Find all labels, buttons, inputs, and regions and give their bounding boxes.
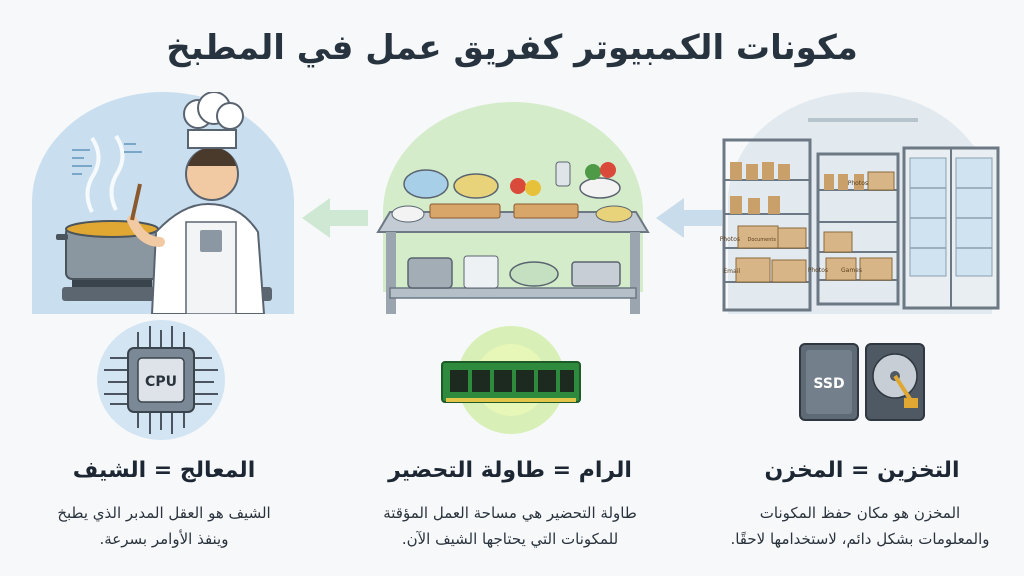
pantry-scene: Photos Documents Photos Games Photos Ema… [718,92,1002,314]
ram-description: طاولة التحضير هي مساحة العمل المؤقتة للم… [360,500,660,552]
ssd-label: SSD [813,376,844,392]
box-label: Photos [808,267,828,274]
cpu-heading: المعالج = الشيف [72,458,256,483]
storage-description-line: والمعلومات بشكل دائم، لاستخدامها لاحقًا. [730,530,990,548]
ram-description-line: طاولة التحضير هي مساحة العمل المؤقتة [383,504,637,522]
storage-description: المخزن هو مكان حفظ المكونات والمعلومات ب… [710,500,1010,552]
cpu-description-line: وينفذ الأوامر بسرعة. [99,530,229,548]
prep-table-scene [368,92,658,314]
box-label: Games [841,267,862,274]
box-label: Photos [720,236,740,243]
storage-description-line: المخزن هو مكان حفظ المكونات [759,504,961,522]
ram-description-line: للمكونات التي يحتاجها الشيف الآن. [401,530,619,548]
storage-drives-icon: SSD [796,336,930,432]
cpu-description: الشيف هو العقل المدبر الذي يطبخ وينفذ ال… [14,500,314,552]
ram-heading: الرام = طاولة التحضير [388,458,632,483]
cpu-chip-icon: CPU [94,318,228,446]
box-label: Email [723,268,740,275]
ram-stick-icon [436,322,586,442]
cpu-description-line: الشيف هو العقل المدبر الذي يطبخ [57,504,271,522]
box-label: Photos [848,180,868,187]
arrow-left-icon [302,196,368,244]
page-title: مكونات الكمبيوتر كفريق عمل في المطبخ [166,28,858,68]
chef-scene [32,92,294,314]
arrow-left-icon [656,196,722,244]
cpu-chip-label: CPU [145,374,177,390]
box-label: Documents [747,237,776,243]
storage-heading: التخزين = المخزن [764,458,960,483]
